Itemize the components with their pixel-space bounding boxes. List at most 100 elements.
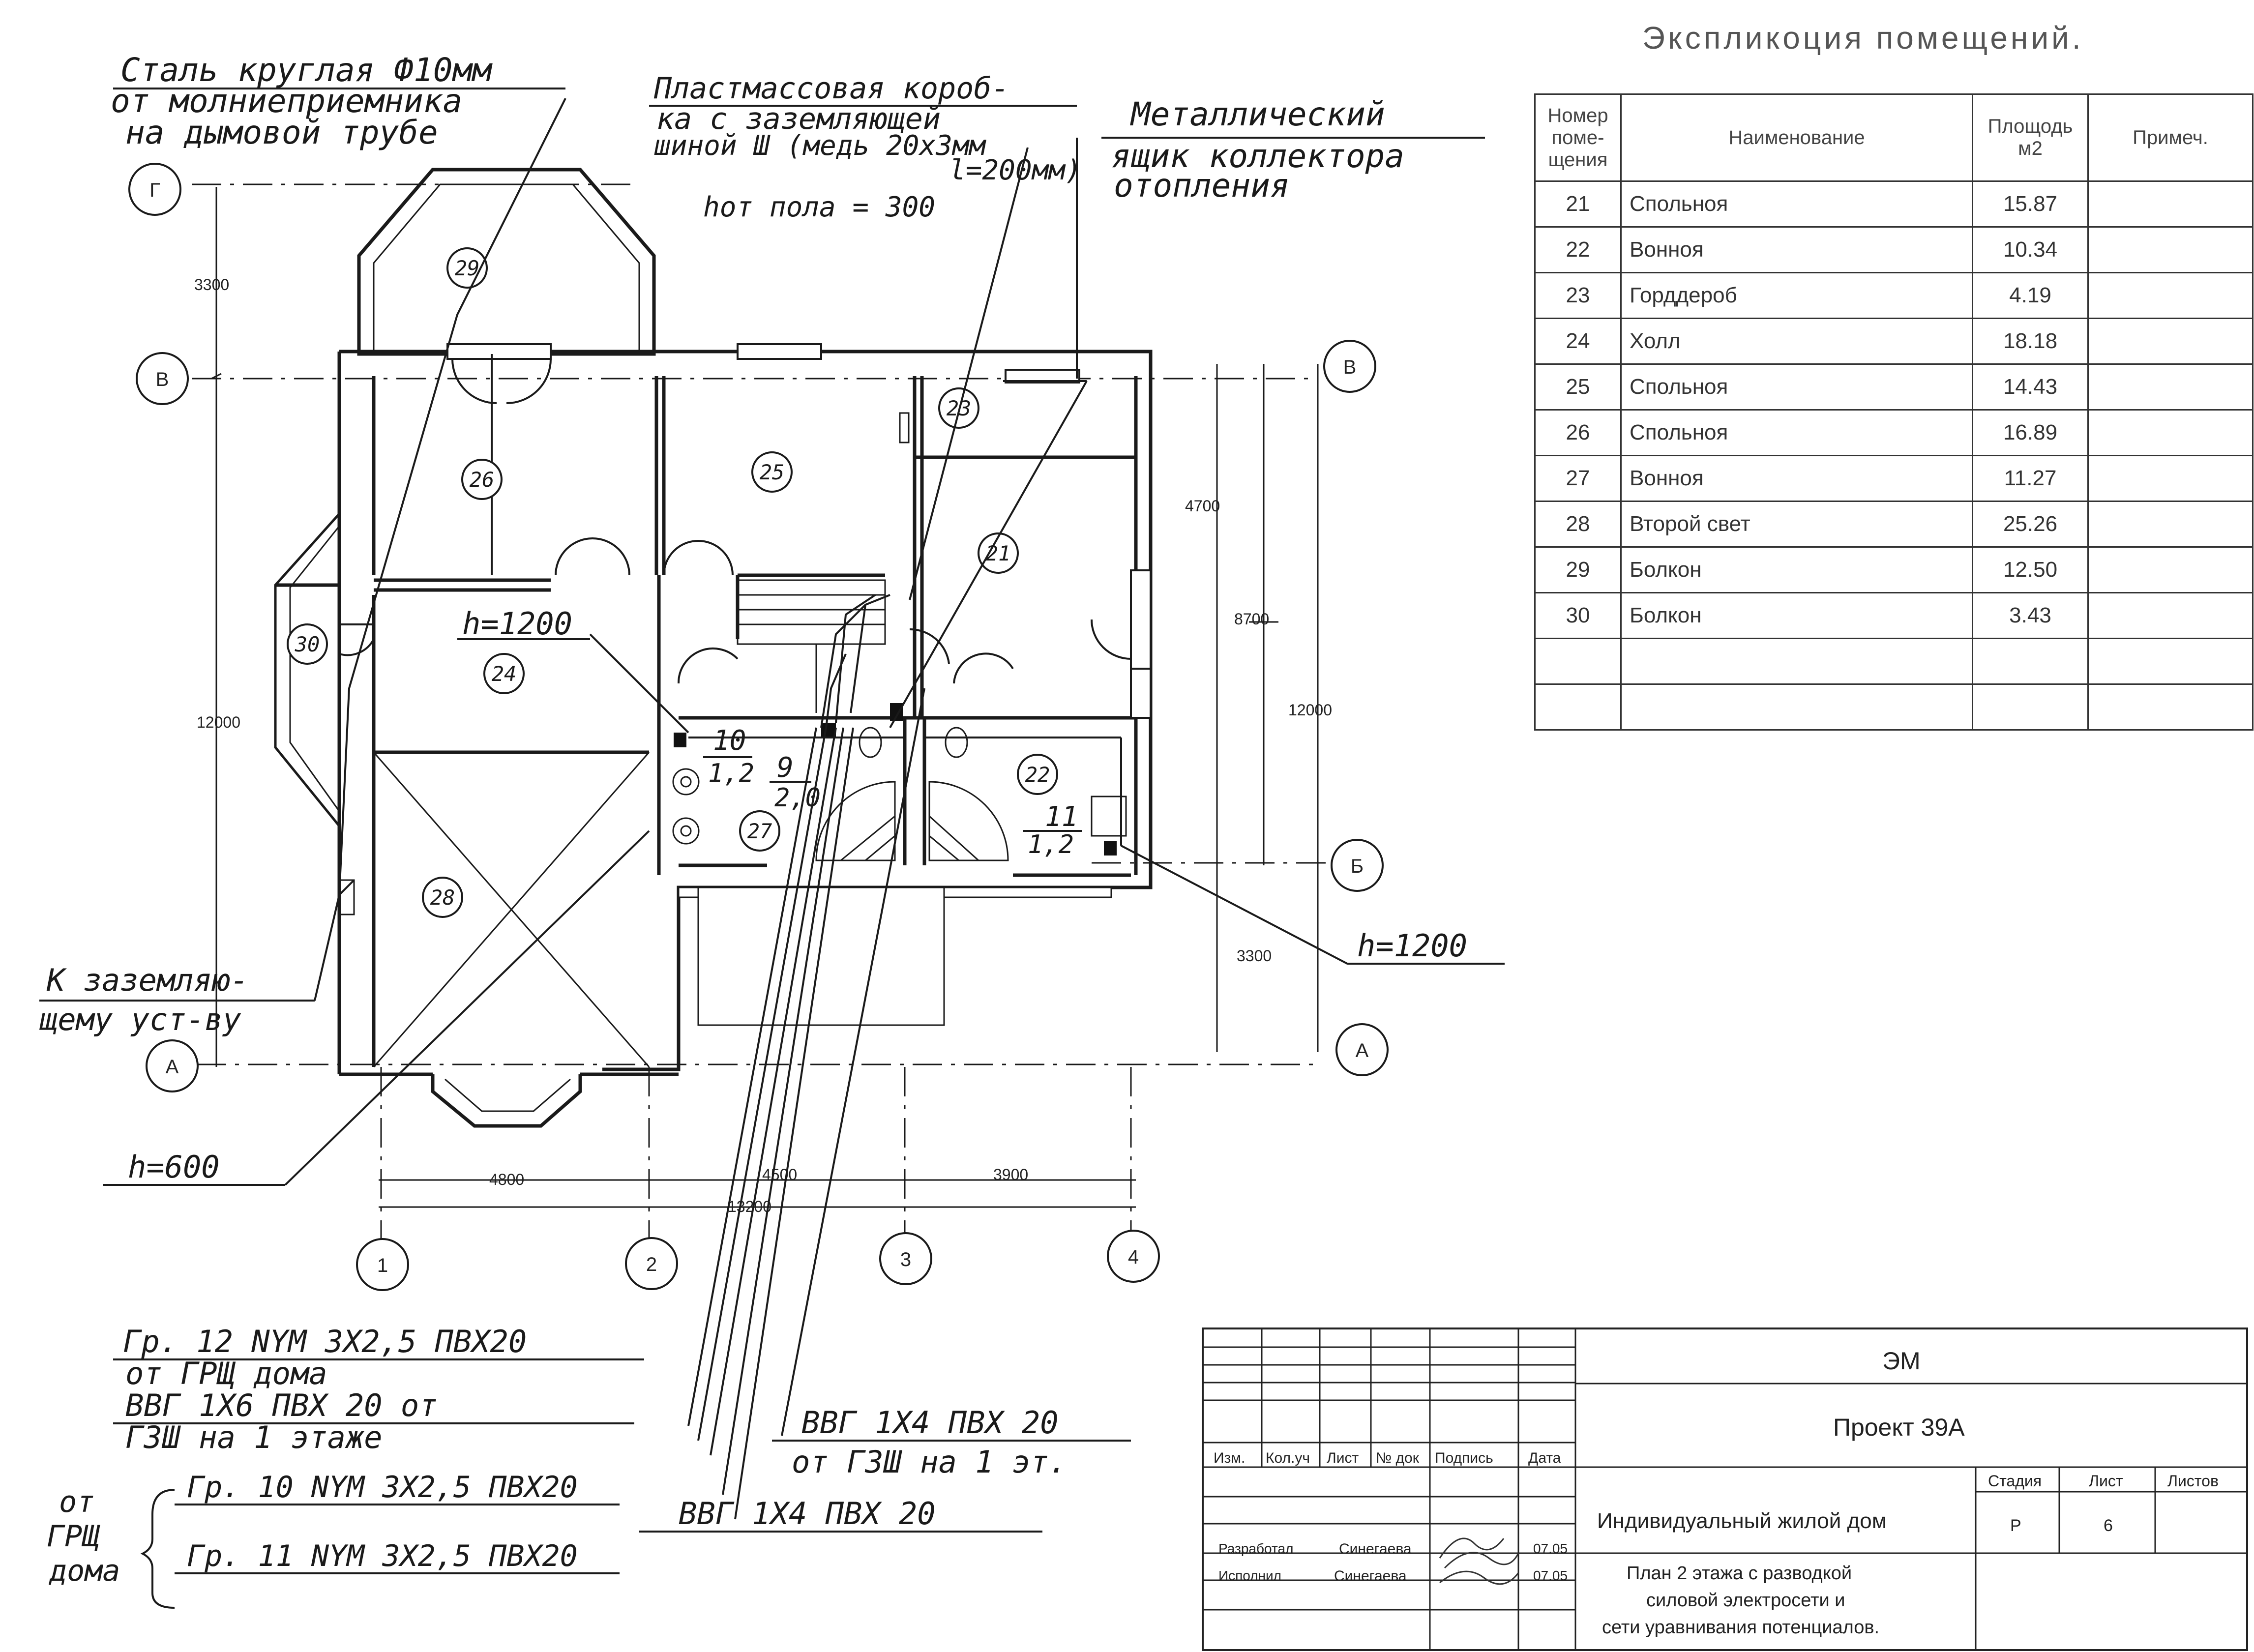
- explication-table: Номер поме- щения Наименование Площодь м…: [1534, 93, 2254, 731]
- tb-description-1: План 2 этажа с разводкой: [1627, 1563, 1852, 1584]
- note-cable-11: Гр. 11 NYM 3Х2,5 ПВХ20: [187, 1539, 578, 1573]
- title-block: ЭМ Проект 39А Изм. Кол.уч Лист № док Под…: [1202, 1328, 2248, 1651]
- svg-text:ГРЩ: ГРЩ: [47, 1519, 100, 1554]
- cell-number: 22: [1534, 226, 1622, 273]
- dim-3900: 3900: [993, 1166, 1028, 1183]
- axis-label-a-right: А: [1356, 1040, 1369, 1062]
- svg-text:отопления: отопления: [1114, 167, 1290, 205]
- cell-number: 29: [1534, 546, 1622, 593]
- cell-name: Вонноя: [1620, 226, 1973, 273]
- dim-8700: 8700: [1234, 610, 1269, 628]
- tb-code: ЭМ: [1882, 1347, 1921, 1375]
- cell-area: 15.87: [1972, 180, 2089, 228]
- note-cable-12: Гр. 12 NYM 3Х2,5 ПВХ20: [123, 1324, 527, 1359]
- note-plastic-box-height: hот пола = 300: [703, 191, 935, 223]
- circuit-10: 10: [713, 725, 746, 757]
- cell-name: [1620, 638, 1973, 685]
- svg-text:Пластмассовая короб-: Пластмассовая короб-: [653, 71, 1009, 106]
- svg-text:К заземляю-: К заземляю-: [46, 962, 249, 998]
- axis-label-4: 4: [1128, 1246, 1139, 1268]
- tb-sheets-header: Листов: [2167, 1472, 2219, 1490]
- cell-name: Спольноя: [1620, 180, 1973, 228]
- svg-text:от: от: [59, 1485, 94, 1519]
- tb-building: Индивидуальный жилой дом: [1597, 1509, 1887, 1533]
- room-26: 26: [470, 468, 495, 492]
- dim-13200: 13200: [728, 1198, 771, 1215]
- cell-area: 25.26: [1972, 501, 2089, 548]
- title-block-grid: [1204, 1329, 2246, 1649]
- tb-executed-label: Исполнил: [1218, 1568, 1282, 1583]
- circuit-11: 11: [1045, 801, 1078, 833]
- cell-area: 18.18: [1972, 318, 2089, 365]
- staircase: [737, 579, 1009, 861]
- dim-12000-right: 12000: [1288, 701, 1332, 719]
- socket-symbols: [674, 703, 1117, 856]
- cell-note: [2087, 455, 2254, 502]
- svg-text:щему уст-ву: щему уст-ву: [39, 1002, 241, 1037]
- axis-label-v-right: В: [1343, 356, 1357, 378]
- note-from-grsch-group: от ГРЩ дома: [47, 1485, 120, 1588]
- axis-bubbles: [128, 163, 1389, 1291]
- circuit-10-load: 1,2: [708, 759, 754, 788]
- tb-stage: Р: [2010, 1516, 2021, 1535]
- svg-text:от молниеприемника: от молниеприемника: [111, 82, 462, 120]
- cell-area: 16.89: [1972, 409, 2089, 456]
- circuit-9: 9: [777, 752, 794, 784]
- cell-number: [1534, 638, 1622, 685]
- room-24: 24: [492, 662, 517, 686]
- header-number: Номер поме- щения: [1534, 93, 1622, 182]
- cell-note: [2087, 318, 2254, 365]
- svg-text:на дымовой трубе: на дымовой трубе: [125, 114, 438, 151]
- room-22: 22: [1025, 763, 1050, 787]
- explication-title: Экспликоция помещений.: [1642, 20, 2084, 56]
- dim-3300-top: 3300: [194, 276, 229, 294]
- tb-project: Проект 39А: [1833, 1414, 1965, 1441]
- cell-area: 12.50: [1972, 546, 2089, 593]
- cell-number: 27: [1534, 455, 1622, 502]
- cell-note: [2087, 226, 2254, 273]
- dim-4700: 4700: [1185, 497, 1220, 515]
- dim-3300-bottom: 3300: [1237, 947, 1272, 965]
- cell-name: Вонноя: [1620, 455, 1973, 502]
- tb-executed-name: Синегаева: [1334, 1568, 1407, 1584]
- cell-note: [2087, 501, 2254, 548]
- signature-marks: [1439, 1537, 1519, 1585]
- note-vvg-1x4-a: ВВГ 1Х4 ПВХ 20: [801, 1405, 1059, 1441]
- svg-text:Сталь круглая Ф10мм: Сталь круглая Ф10мм: [120, 51, 493, 89]
- tb-description-3: сети уравнивания потенциалов.: [1602, 1617, 1880, 1638]
- explication-row: [1534, 638, 2254, 685]
- dim-12000-left: 12000: [197, 713, 240, 731]
- room-28: 28: [430, 885, 455, 910]
- note-cable-10: Гр. 10 NYM 3Х2,5 ПВХ20: [187, 1470, 578, 1504]
- cell-area: [1972, 683, 2089, 731]
- room-bubbles: [287, 247, 1058, 918]
- tb-col-kolvo: Кол.уч: [1266, 1450, 1310, 1466]
- cell-note: [2087, 272, 2254, 319]
- tb-developed-name: Синегаева: [1339, 1541, 1412, 1557]
- note-plastic-box: Пластмассовая короб- ка с заземляющей ши…: [649, 71, 1082, 223]
- cell-number: 24: [1534, 318, 1622, 365]
- sanitary-fixtures: [672, 412, 1127, 845]
- axis-label-2: 2: [646, 1254, 657, 1275]
- svg-text:дома: дома: [49, 1554, 120, 1588]
- note-to-ground: К заземляю- щему уст-ву: [39, 962, 249, 1037]
- axis-label-a-left: А: [166, 1056, 179, 1078]
- cell-number: [1534, 683, 1622, 731]
- cell-note: [2087, 592, 2254, 639]
- note-steel-rod: Сталь круглая Ф10мм от молниеприемника н…: [111, 51, 565, 151]
- svg-text:Металлический: Металлический: [1130, 95, 1385, 133]
- cell-area: 10.34: [1972, 226, 2089, 273]
- cell-note: [2087, 683, 2254, 731]
- cable-note-lines: [113, 1358, 1131, 1609]
- room-30: 30: [295, 632, 320, 656]
- room-27: 27: [747, 819, 772, 843]
- header-note: Примеч.: [2087, 93, 2254, 182]
- cell-name: Второй свет: [1620, 501, 1973, 548]
- cell-note: [2087, 638, 2254, 685]
- cell-name: Болкон: [1620, 592, 1973, 639]
